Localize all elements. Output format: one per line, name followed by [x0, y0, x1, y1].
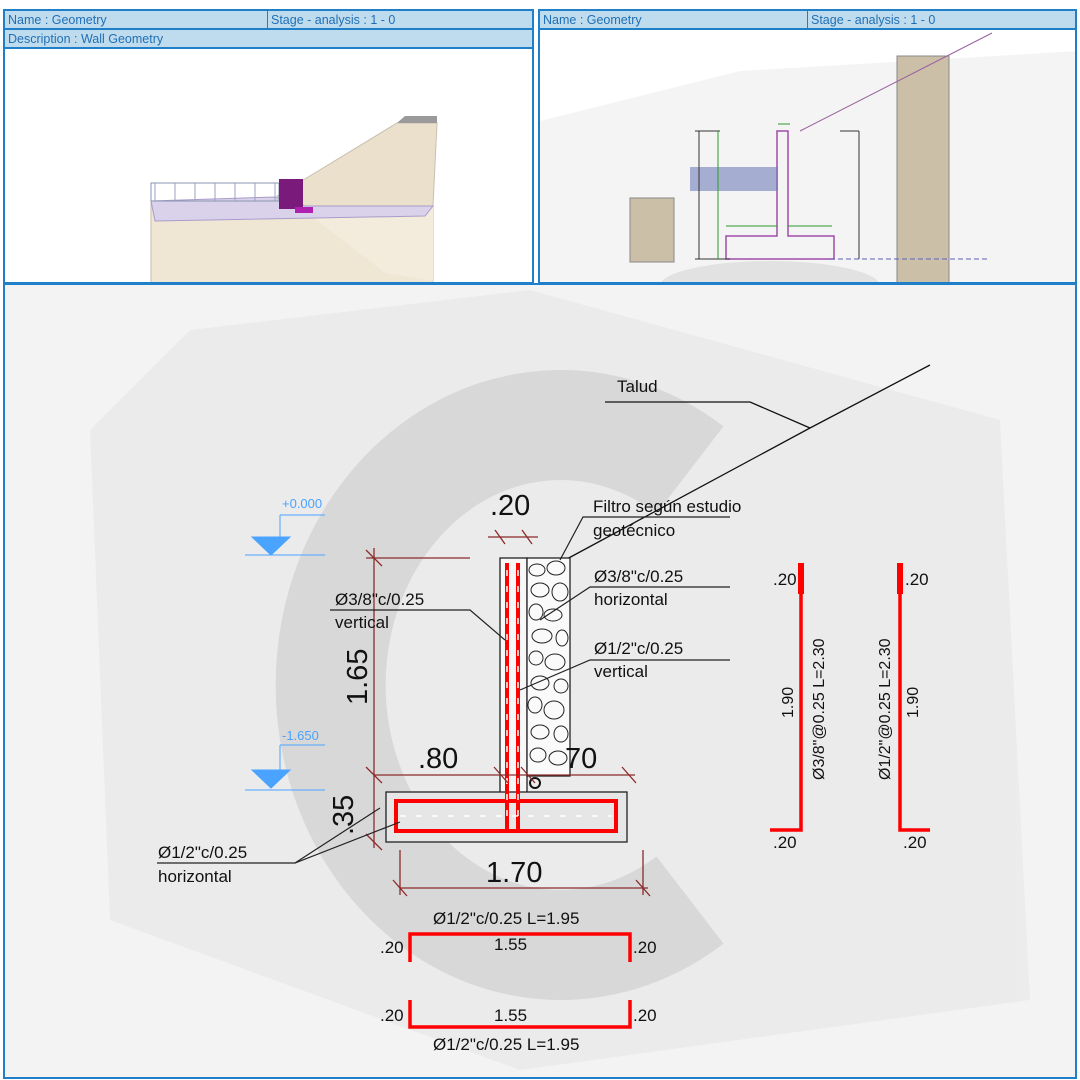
dim-base-width: 1.70 — [486, 857, 542, 889]
level-bottom-label: -1.650 — [282, 728, 319, 743]
detail-a-bottom: .20 — [773, 833, 797, 852]
gravel-pattern — [527, 560, 569, 766]
dimension-lines — [365, 529, 651, 897]
detail-d-right: .20 — [633, 1006, 657, 1025]
wall-section-view[interactable] — [540, 11, 1077, 284]
panel-stage: Stage - analysis : 1 - 0 — [811, 13, 936, 27]
panel-header: Name : Geometry Stage - analysis : 1 - 0 — [540, 11, 1075, 30]
drain-pipe — [529, 777, 541, 789]
bar-vertical-left-sub: vertical — [335, 613, 389, 632]
bar-detail-a — [770, 563, 804, 832]
detail-a-label: Ø3/8"@0.25 L=2.30 — [811, 638, 828, 780]
detail-a-length: 1.90 — [780, 687, 797, 718]
bar-footing-sub: horizontal — [158, 867, 232, 886]
level-top-label: +0.000 — [282, 496, 322, 511]
detail-c-mid: 1.55 — [494, 935, 527, 954]
dim-footing-thickness: .35 — [328, 795, 360, 835]
dim-heel: 70 — [565, 743, 597, 775]
talud-label: Talud — [617, 377, 658, 396]
bar-horizontal-right-sub: horizontal — [594, 590, 668, 609]
wall-stem — [499, 557, 528, 795]
detail-b-top: .20 — [905, 570, 929, 589]
panel-description: Description : Wall Geometry — [8, 32, 164, 46]
detail-c-label: Ø1/2"c/0.25 L=1.95 — [433, 909, 579, 928]
detail-b-label: Ø1/2"@0.25 L=2.30 — [877, 638, 894, 780]
bar-horizontal-right-label: Ø3/8"c/0.25 — [594, 567, 683, 586]
bar-vertical-right-label: Ø1/2"c/0.25 — [594, 639, 683, 658]
bar-detail-c — [408, 932, 632, 962]
detail-d-mid: 1.55 — [494, 1006, 527, 1025]
detail-c-right: .20 — [633, 938, 657, 957]
bar-vertical-left-label: Ø3/8"c/0.25 — [335, 590, 424, 609]
detail-c-left: .20 — [380, 938, 404, 957]
panel-stage: Stage - analysis : 1 - 0 — [271, 13, 396, 27]
geometry-3d-panel: Name : Geometry Stage - analysis : 1 - 0… — [3, 9, 534, 284]
panel-description-row: Description : Wall Geometry — [5, 30, 532, 49]
panel-name: Name : Geometry — [543, 13, 642, 27]
panel-header: Name : Geometry Stage - analysis : 1 - 0 — [5, 11, 532, 30]
level-marker-bottom — [245, 744, 325, 791]
panel-name: Name : Geometry — [8, 13, 107, 27]
detail-b-length: 1.90 — [905, 687, 922, 718]
dim-toe: .80 — [418, 743, 458, 775]
bar-footing-label: Ø1/2"c/0.25 — [158, 843, 247, 862]
leader-lines — [157, 516, 730, 864]
geometry-2d-panel: Name : Geometry Stage - analysis : 1 - 0 — [538, 9, 1077, 284]
filter-label-line2: geotécnico — [593, 521, 675, 540]
detail-a-top: .20 — [773, 570, 797, 589]
level-marker-top — [245, 514, 325, 556]
detail-d-left: .20 — [380, 1006, 404, 1025]
detail-d-label: Ø1/2"c/0.25 L=1.95 — [433, 1035, 579, 1054]
filter-label-line1: Filtro según estudio — [593, 497, 741, 516]
detail-b-bottom: .20 — [903, 833, 927, 852]
dim-wall-thickness: .20 — [490, 490, 530, 522]
bar-detail-d — [408, 1000, 632, 1029]
talud-line — [564, 364, 931, 561]
wall-3d-view[interactable] — [5, 11, 534, 284]
bar-vertical-right-sub: vertical — [594, 662, 648, 681]
dim-stem-height: 1.65 — [342, 649, 374, 705]
bar-detail-b — [897, 563, 930, 832]
